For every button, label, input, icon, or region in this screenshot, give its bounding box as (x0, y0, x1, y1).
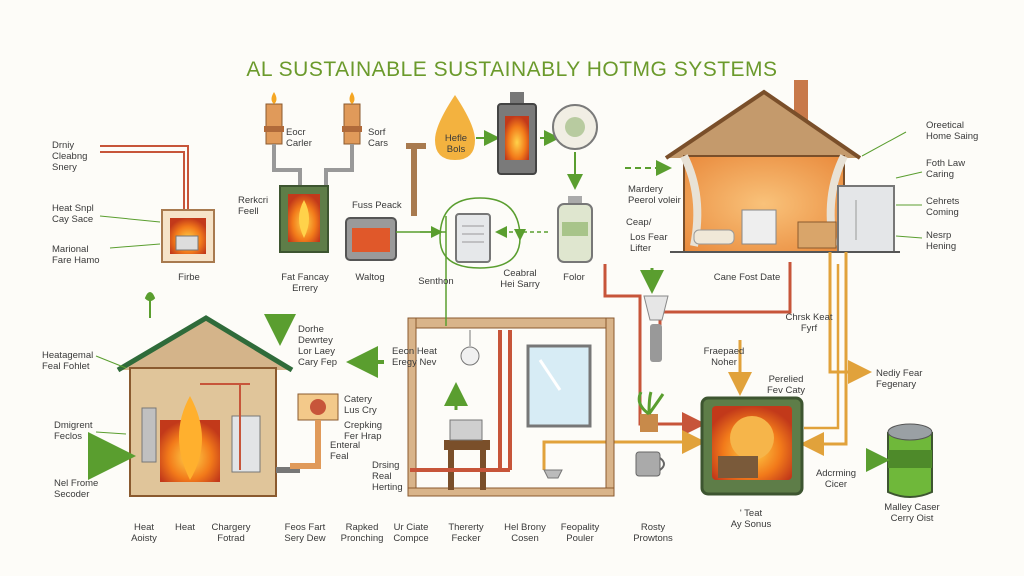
label-nediy: Nediy Fear Fegenary (876, 368, 923, 390)
label-fraepaed: Fraepaed Noher (703, 346, 745, 368)
label-mardery: Mardery Peerol voleir (628, 184, 681, 206)
diagram-title: AL SUSTAINABLE SUSTAINABLY HOTMG SYSTEMS (246, 58, 778, 81)
label-ceap: Ceap/ (626, 217, 652, 228)
label-sorf: Sorf Cars (368, 127, 389, 149)
label-fat-fancy: Fat Fancay Errery (281, 272, 329, 294)
label-rerkcri: Rerkcri Feell (238, 195, 269, 217)
label-feopality: Feopality Pouler (560, 522, 600, 544)
label-foth-law: Foth Law Caring (926, 158, 966, 180)
label-chargery: Chargery Fotrad (211, 522, 251, 544)
label-waltog: Waltog (355, 272, 385, 283)
label-cehrets: Cehrets Coming (926, 196, 960, 218)
main-house (664, 80, 923, 253)
label-ur-ciate: Ur Ciate Compce (393, 522, 429, 544)
label-los-fear: Los Fear Lifter (630, 232, 668, 254)
label-heatagemal: Heatagemal Feal Fohlet (42, 350, 94, 372)
label-heat: Heat (174, 522, 196, 533)
label-nel-frome: Nel Frome Secoder (54, 478, 99, 500)
label-rosty: Rosty Prowtons (633, 522, 673, 544)
fuel-droplet (435, 95, 500, 160)
central-stove (264, 92, 362, 253)
label-cane-fost: Cane Fost Date (713, 272, 781, 283)
label-oreetical: Oreetical Home Saing (926, 120, 979, 142)
label-dorhe: Dorhe Dewrtey (298, 324, 333, 346)
label-folor: Folor (563, 272, 585, 283)
label-eocr: Eocr Carler (286, 127, 312, 149)
round-gauge (552, 104, 598, 190)
waltog-heater (345, 217, 443, 261)
label-chrsk-keat: Chrsk Keat Fyrf (785, 312, 833, 334)
cabin (88, 292, 300, 497)
label-adcrming: Adcrming Cicer (815, 468, 857, 490)
label-lor-laey: Lor Laey Cary Fep (298, 346, 338, 368)
label-rapked: Rapked Pronching (340, 522, 384, 544)
label-hefle: Hefle Bols (444, 133, 468, 155)
label-marional: Marional Fare Hamo (52, 244, 100, 266)
label-y-teat: ' Teat Ay Sonus (730, 508, 772, 530)
label-drsing: Drsing Real Herting (372, 460, 403, 493)
label-eeon-heat: Eeon Heat Eregy Nev (392, 346, 437, 368)
label-fuss-peack: Fuss Peack (352, 200, 402, 211)
label-hel-brony: Hel Brony Cosen (504, 522, 546, 544)
label-firbe: Firbe (178, 272, 200, 283)
centre-frame (406, 143, 615, 497)
cup-and-plant (635, 391, 665, 477)
label-senthon: Senthon (418, 276, 454, 287)
label-ceabral: Ceabral Hei Sarry (500, 268, 540, 290)
label-enteral: Enteral Feal (330, 440, 361, 462)
label-heat-aoisty: Heat Aoisty (131, 522, 157, 544)
firbe-unit (99, 145, 215, 263)
green-barrel (866, 423, 933, 498)
label-perelied: Perelied Fev Caty (766, 374, 805, 396)
label-nesrp: Nesrp Hening (926, 230, 957, 252)
wood-stove-top (497, 92, 560, 175)
label-malley-caser: Malley Caser Cerry Oist (884, 502, 940, 524)
label-dmigrent: Dmigrent Feclos (54, 420, 93, 442)
label-thererty: Thererty Fecker (448, 522, 484, 544)
pipe-network (542, 252, 872, 470)
label-feos-fart: Feos Fart Sery Dew (284, 522, 326, 544)
heat-pump-cycle (439, 197, 548, 269)
green-stove (700, 396, 804, 496)
label-heat-snpl: Heat Snpl Cay Sace (52, 203, 94, 225)
label-crepking: Crepking Fer Hrap (344, 420, 383, 442)
label-drying: Drniy Cleabng Snery (52, 140, 88, 173)
valve-cone (643, 295, 669, 362)
label-catery: Catery Lus Cry (344, 394, 377, 416)
folor-tank (557, 196, 593, 263)
catery-box (264, 314, 384, 469)
